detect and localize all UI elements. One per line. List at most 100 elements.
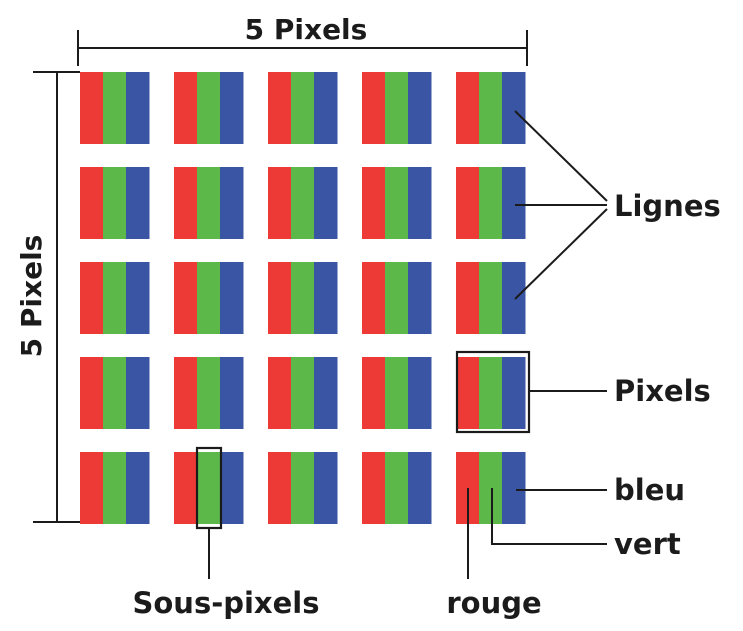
- pixel-r2-c5: [456, 167, 526, 239]
- bleu-label: bleu: [614, 473, 685, 507]
- blue-subpixel: [314, 72, 338, 144]
- blue-subpixel: [502, 167, 526, 239]
- pixel-r1-c2: [174, 72, 244, 144]
- green-subpixel: [103, 167, 127, 239]
- red-subpixel: [80, 167, 104, 239]
- pixels-label: Pixels: [614, 374, 711, 408]
- green-subpixel: [385, 357, 409, 429]
- green-subpixel: [103, 452, 127, 524]
- red-subpixel: [174, 72, 198, 144]
- green-subpixel: [197, 72, 221, 144]
- green-subpixel: [291, 452, 315, 524]
- blue-subpixel: [220, 262, 244, 334]
- sous-pixels-label: Sous-pixels: [132, 586, 319, 620]
- green-subpixel: [385, 167, 409, 239]
- blue-subpixel: [126, 72, 150, 144]
- green-subpixel: [479, 72, 503, 144]
- blue-subpixel: [220, 357, 244, 429]
- red-subpixel: [174, 357, 198, 429]
- green-subpixel: [385, 262, 409, 334]
- red-subpixel: [268, 452, 292, 524]
- pixel-grid: [80, 72, 526, 524]
- pixel-r4-c5: [456, 357, 526, 429]
- green-subpixel: [197, 167, 221, 239]
- blue-subpixel: [408, 72, 432, 144]
- blue-subpixel: [314, 167, 338, 239]
- blue-subpixel: [408, 167, 432, 239]
- pixel-r4-c4: [362, 357, 432, 429]
- red-subpixel: [174, 262, 198, 334]
- red-subpixel: [174, 167, 198, 239]
- blue-subpixel: [126, 452, 150, 524]
- pixel-r4-c2: [174, 357, 244, 429]
- green-subpixel: [479, 167, 503, 239]
- green-subpixel: [479, 357, 503, 429]
- blue-subpixel: [502, 452, 526, 524]
- red-subpixel: [456, 167, 480, 239]
- green-subpixel: [197, 262, 221, 334]
- green-subpixel: [103, 72, 127, 144]
- blue-subpixel: [126, 262, 150, 334]
- green-subpixel: [479, 262, 503, 334]
- red-subpixel: [362, 262, 386, 334]
- pixel-r2-c3: [268, 167, 338, 239]
- blue-subpixel: [408, 452, 432, 524]
- red-subpixel: [362, 167, 386, 239]
- red-subpixel: [80, 262, 104, 334]
- pixel-r5-c1: [80, 452, 150, 524]
- blue-subpixel: [220, 72, 244, 144]
- green-subpixel: [291, 357, 315, 429]
- blue-subpixel: [408, 357, 432, 429]
- pixel-r2-c1: [80, 167, 150, 239]
- green-subpixel: [479, 452, 503, 524]
- green-subpixel: [385, 452, 409, 524]
- pixel-r3-c3: [268, 262, 338, 334]
- blue-subpixel: [408, 262, 432, 334]
- lignes-label: Lignes: [614, 189, 721, 223]
- pixel-r4-c3: [268, 357, 338, 429]
- vert-label: vert: [614, 527, 681, 561]
- red-subpixel: [80, 452, 104, 524]
- lignes-leader-lines: [514, 110, 608, 300]
- blue-subpixel: [314, 262, 338, 334]
- pixel-r1-c5: [456, 72, 526, 144]
- pixel-r3-c2: [174, 262, 244, 334]
- green-subpixel: [291, 262, 315, 334]
- blue-subpixel: [126, 167, 150, 239]
- green-subpixel: [291, 167, 315, 239]
- blue-subpixel: [502, 262, 526, 334]
- pixel-r1-c3: [268, 72, 338, 144]
- red-subpixel: [80, 357, 104, 429]
- red-subpixel: [174, 452, 198, 524]
- blue-subpixel: [220, 452, 244, 524]
- pixel-r3-c1: [80, 262, 150, 334]
- red-subpixel: [268, 357, 292, 429]
- green-subpixel: [103, 262, 127, 334]
- left-dimension-bracket: [33, 71, 80, 523]
- pixel-r4-c1: [80, 357, 150, 429]
- blue-subpixel: [220, 167, 244, 239]
- red-subpixel: [362, 72, 386, 144]
- pixel-r1-c4: [362, 72, 432, 144]
- blue-subpixel: [314, 357, 338, 429]
- green-subpixel: [197, 452, 221, 524]
- green-subpixel: [385, 72, 409, 144]
- pixel-r2-c4: [362, 167, 432, 239]
- red-subpixel: [362, 452, 386, 524]
- blue-subpixel: [502, 357, 526, 429]
- red-subpixel: [268, 72, 292, 144]
- top-dimension-label: 5 Pixels: [245, 13, 368, 46]
- pixel-r5-c2: [174, 452, 244, 524]
- blue-subpixel: [502, 72, 526, 144]
- red-subpixel: [456, 262, 480, 334]
- green-subpixel: [103, 357, 127, 429]
- left-dimension-label: 5 Pixels: [15, 235, 48, 358]
- green-subpixel: [291, 72, 315, 144]
- pixel-r5-c3: [268, 452, 338, 524]
- pixel-r2-c2: [174, 167, 244, 239]
- pixel-r5-c4: [362, 452, 432, 524]
- pixel-r5-c5: [456, 452, 526, 524]
- red-subpixel: [456, 357, 480, 429]
- green-subpixel: [197, 357, 221, 429]
